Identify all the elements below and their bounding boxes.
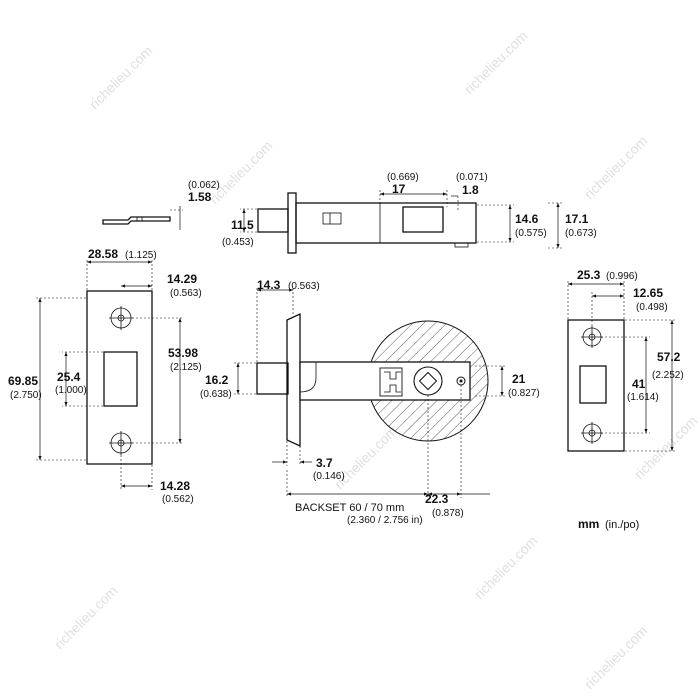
- faceplate-outline: [567, 319, 625, 452]
- faceplate-offset-in: (0.563): [288, 281, 320, 292]
- hub-size-mm: 21: [512, 372, 526, 386]
- watermark-text: richelieu.com: [581, 132, 651, 202]
- latch-total-height-in: (0.673): [565, 228, 597, 239]
- faceplate-height-mm: 57.2: [657, 350, 681, 364]
- strike-screw-top-in: (0.563): [170, 288, 202, 299]
- watermark-text: richelieu.com: [206, 137, 276, 207]
- watermark-text: richelieu.com: [631, 412, 700, 482]
- faceplate-screw-top: [581, 326, 603, 348]
- units-legend: mm (in./po): [578, 517, 639, 531]
- latch-gap-mm: 1.8: [462, 183, 479, 197]
- faceplate-width-in: (0.996): [606, 271, 638, 282]
- watermark-text: richelieu.com: [51, 582, 121, 652]
- faceplate-screw-offset-mm: 12.65: [633, 286, 663, 300]
- faceplate-thickness-mm: 3.7: [316, 456, 333, 470]
- latch-body-height-mm: 14.6: [515, 212, 539, 226]
- strike-thickness-in: (0.062): [188, 180, 220, 191]
- faceplate-thickness-in: (0.146): [313, 471, 345, 482]
- strike-thickness-mm: 1.58: [188, 190, 212, 204]
- units-secondary: (in./po): [605, 519, 639, 531]
- strike-side-profile: (0.062) 1.58: [102, 180, 220, 230]
- faceplate-height-in: (2.252): [652, 370, 684, 381]
- screw-hole-bottom: [109, 431, 133, 455]
- latch-total-height-mm: 17.1: [565, 212, 589, 226]
- faceplate-view: 25.3 (0.996) 12.65 (0.498) 57.2 (2.252) …: [567, 268, 684, 452]
- strike-plate-outline: [86, 290, 153, 465]
- strike-screw-spacing-in: (2.125): [170, 362, 202, 373]
- strike-opening-in: (1.000): [55, 385, 87, 396]
- latch-faceplate-side: [287, 192, 297, 254]
- strike-screw-spacing-mm: 53.98: [168, 346, 198, 360]
- faceplate-bolt-opening: [579, 365, 607, 404]
- strike-opening: [103, 351, 138, 407]
- screw-hole-top: [109, 306, 133, 330]
- hub-offset-in: (0.878): [432, 508, 464, 519]
- hub-size-in: (0.827): [508, 388, 540, 399]
- bolt-diameter-mm: 16.2: [205, 373, 229, 387]
- backset-label: BACKSET 60 / 70 mm: [295, 502, 404, 514]
- strike-screw-bottom-in: (0.562): [162, 494, 194, 505]
- units-main: mm: [578, 517, 599, 531]
- faceplate-screw-bottom: [581, 422, 603, 444]
- faceplate-offset-mm: 14.3: [257, 278, 281, 292]
- strike-height-in: (2.750): [10, 390, 42, 401]
- faceplate-width-mm: 25.3: [577, 268, 601, 282]
- backset-in: (2.360 / 2.756 in): [347, 515, 423, 526]
- latch-body-height-in: (0.575): [515, 228, 547, 239]
- watermark-text: richelieu.com: [461, 27, 531, 97]
- latch-front-view: 14.3 (0.563) 16.2 (0.638) 3.7 (0.146) 21…: [200, 278, 540, 526]
- latch-bolt-depth-in: (0.669): [387, 172, 419, 183]
- latch-gap-in: (0.071): [456, 172, 488, 183]
- bolt-diameter-in: (0.638): [200, 389, 232, 400]
- latch-bolt-height-mm: 11.5: [231, 218, 254, 232]
- faceplate-screw-spacing-in: (1.614): [627, 392, 659, 403]
- hub-offset-mm: 22.3: [425, 492, 449, 506]
- strike-opening-mm: 25.4: [57, 370, 81, 384]
- strike-width-in: (1.125): [125, 250, 157, 261]
- watermark-text: richelieu.com: [86, 42, 156, 112]
- strike-width-mm: 28.58: [88, 247, 118, 261]
- strike-plate-view: 28.58 (1.125) 69.85 (2.750) 25.4 (1.000)…: [8, 247, 202, 505]
- latch-bolt-height-in: (0.453): [222, 237, 254, 248]
- faceplate-screw-offset-in: (0.498): [636, 302, 668, 313]
- latch-bolt-depth-mm: 17: [392, 182, 406, 196]
- strike-screw-bottom-mm: 14.28: [160, 479, 190, 493]
- latch-side-view: 11.5 (0.453) (0.669) 17 (0.071) 1.8 14.6…: [222, 172, 597, 254]
- latch-bolt-front: [256, 362, 289, 395]
- faceplate-screw-spacing-mm: 41: [632, 377, 646, 391]
- latch-faceplate-front: [286, 312, 301, 448]
- strike-screw-top-mm: 14.29: [167, 272, 197, 286]
- strike-height-mm: 69.85: [8, 374, 38, 388]
- latch-bolt-side: [257, 208, 289, 233]
- watermark-text: richelieu.com: [581, 622, 651, 692]
- watermark-text: richelieu.com: [471, 532, 541, 602]
- latch-body-side: [295, 202, 477, 244]
